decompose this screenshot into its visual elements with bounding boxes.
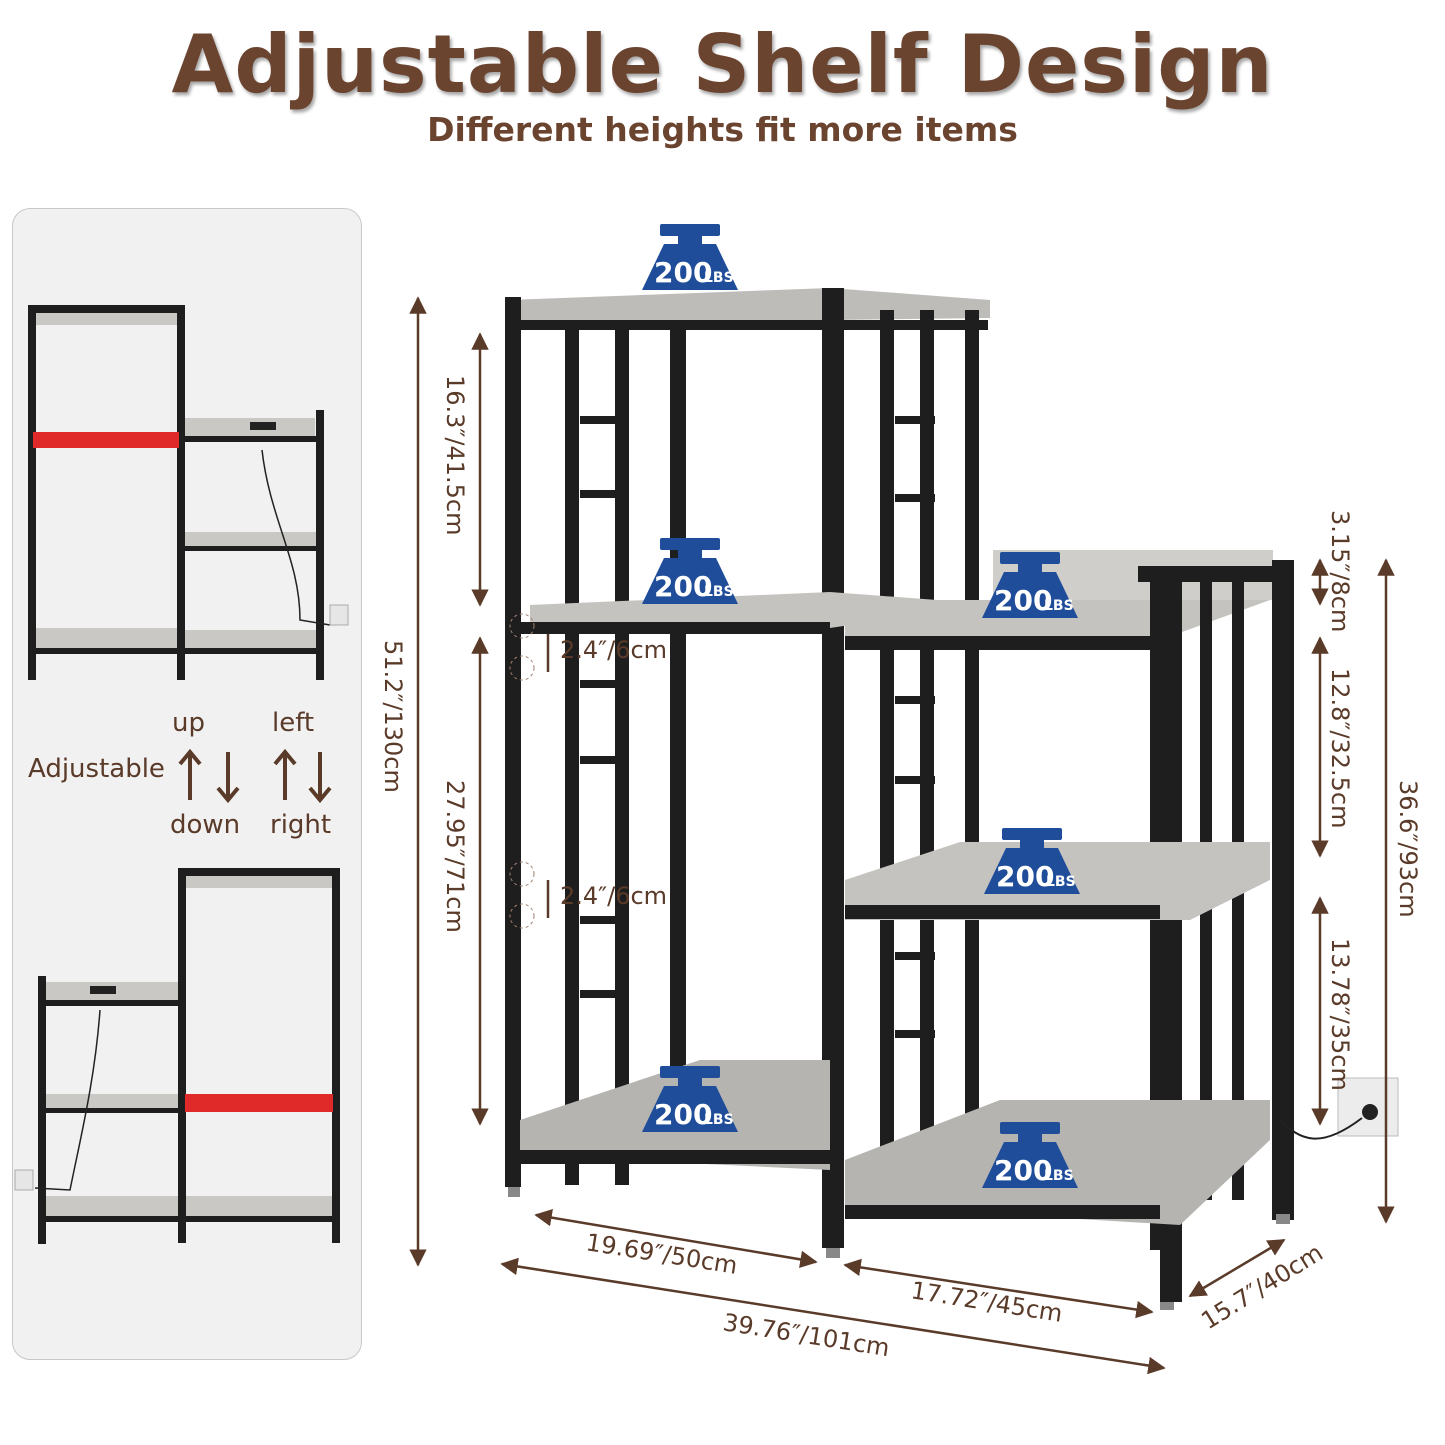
load-badge-mid-left: 200 LBS [642, 538, 738, 604]
adjustment-panel [12, 208, 362, 1360]
main-shelf-unit [505, 288, 1399, 1310]
svg-text:LBS: LBS [704, 1112, 734, 1128]
dim-total-height: 51.2″/130cm [379, 640, 407, 793]
svg-text:200: 200 [994, 1154, 1052, 1187]
load-badge-right-middle: 200 LBS [984, 828, 1080, 894]
dim-hole-gap-2: 2.4″/6cm [560, 882, 667, 910]
page-subtitle: Different heights fit more items [427, 110, 1018, 149]
adjustable-label: Adjustable [28, 754, 165, 784]
dim-top-section: 16.3″/41.5cm [441, 375, 469, 536]
svg-text:200: 200 [654, 1098, 712, 1131]
dim-right-upper: 12.8″/32.5cm [1326, 668, 1354, 829]
right-label: right [270, 810, 332, 840]
svg-text:200: 200 [994, 584, 1052, 617]
up-label: up [172, 708, 205, 738]
svg-text:200: 200 [996, 860, 1054, 893]
down-label: down [170, 810, 241, 840]
dim-lower-left: 27.95″/71cm [441, 780, 469, 933]
config-top-shelf [28, 305, 349, 680]
dim-line-depth [1188, 1238, 1286, 1298]
page-title: Adjustable Shelf Design [171, 18, 1274, 111]
left-label: left [272, 708, 315, 738]
svg-text:LBS: LBS [1046, 874, 1076, 890]
highlight-shelf-2 [185, 1094, 333, 1112]
dim-line-total-width [500, 1257, 1166, 1375]
highlight-shelf [33, 432, 179, 448]
svg-text:200: 200 [654, 570, 712, 603]
dim-right-lower: 13.78″/35cm [1326, 938, 1354, 1091]
load-badge-top: 200 LBS [642, 224, 738, 290]
adjust-arrows [178, 748, 332, 804]
svg-text:LBS: LBS [1044, 1168, 1074, 1184]
config-bottom-shelf [14, 868, 340, 1244]
dim-hole-gap-1: 2.4″/6cm [560, 636, 667, 664]
dim-right-width: 17.72″/45cm [909, 1276, 1064, 1328]
load-badge-bottom-right: 200 LBS [982, 1122, 1078, 1188]
svg-text:LBS: LBS [1044, 598, 1074, 614]
svg-text:200: 200 [654, 256, 712, 289]
dim-total-width: 39.76″/101cm [721, 1308, 891, 1362]
dim-guardrail: 3.15″/8cm [1326, 510, 1354, 632]
dim-line-left-width [534, 1208, 818, 1269]
load-badge-bottom-left: 200 LBS [642, 1066, 738, 1132]
svg-text:LBS: LBS [704, 584, 734, 600]
dim-right-height: 36.6″/93cm [1394, 780, 1422, 918]
load-badge-mid-right: 200 LBS [982, 552, 1078, 618]
svg-text:LBS: LBS [704, 270, 734, 286]
